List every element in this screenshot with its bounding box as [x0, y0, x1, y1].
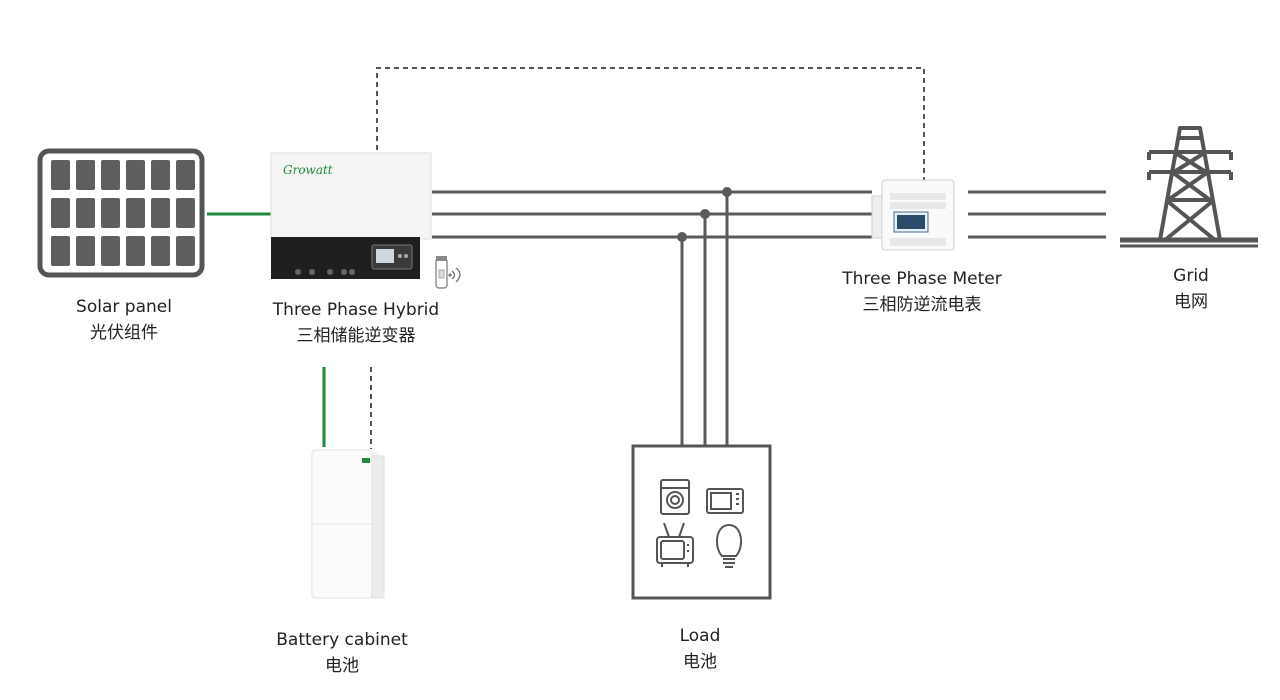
solar-cell	[176, 236, 195, 266]
tv-icon	[656, 522, 694, 567]
solar-label: Solar panel 光伏组件	[44, 294, 204, 346]
solar-cell	[76, 160, 95, 190]
solar-cell	[101, 198, 120, 228]
battery-label-en: Battery cabinet	[276, 630, 408, 650]
solar-cell	[126, 160, 145, 190]
battery-label-zh: 电池	[325, 656, 359, 676]
solar-cell	[126, 236, 145, 266]
load-label-en: Load	[679, 626, 721, 646]
solar-cell	[101, 236, 120, 266]
load-box	[631, 444, 772, 600]
din-rail-meter-icon	[871, 179, 955, 251]
solar-cell	[76, 236, 95, 266]
hybrid-inverter-icon: Growatt	[270, 152, 432, 279]
solar-label-zh: 光伏组件	[90, 323, 158, 343]
grid-label-en: Grid	[1173, 266, 1209, 286]
battery-label: Battery cabinet 电池	[257, 627, 427, 679]
load-label: Load 电池	[660, 623, 740, 675]
solar-cell	[176, 198, 195, 228]
meter-label: Three Phase Meter 三相防逆流电表	[822, 266, 1022, 318]
washing-machine-icon	[660, 479, 690, 515]
grid-label-zh: 电网	[1174, 292, 1208, 312]
transmission-tower-icon	[1120, 126, 1258, 248]
light-bulb-icon	[716, 523, 742, 568]
load-drop-lines	[680, 192, 729, 445]
ac-bus-lines	[432, 190, 872, 239]
solar-label-en: Solar panel	[76, 297, 172, 317]
grid-label: Grid 电网	[1151, 263, 1231, 315]
meter-label-zh: 三相防逆流电表	[862, 295, 982, 315]
wifi-dongle-icon	[435, 256, 461, 289]
inverter-label-zh: 三相储能逆变器	[296, 326, 416, 346]
solar-cell	[51, 236, 70, 266]
junction-dots	[677, 187, 732, 242]
load-label-zh: 电池	[683, 652, 717, 672]
solar-cell	[151, 160, 170, 190]
solar-panel-icon	[37, 148, 205, 278]
solar-cell	[101, 160, 120, 190]
microwave-icon	[706, 488, 744, 514]
solar-cell	[126, 198, 145, 228]
solar-cell	[51, 160, 70, 190]
battery-cabinet-icon	[311, 449, 385, 599]
inverter-label: Three Phase Hybrid 三相储能逆变器	[256, 297, 456, 349]
meter-label-en: Three Phase Meter	[842, 269, 1002, 289]
brand-logo: Growatt	[283, 163, 333, 177]
solar-cell	[76, 198, 95, 228]
solar-cell	[51, 198, 70, 228]
comm-line-meter	[376, 67, 925, 182]
inverter-label-en: Three Phase Hybrid	[272, 300, 440, 320]
solar-cell	[151, 236, 170, 266]
grid-lines	[968, 190, 1106, 239]
solar-cell	[151, 198, 170, 228]
solar-cell	[176, 160, 195, 190]
